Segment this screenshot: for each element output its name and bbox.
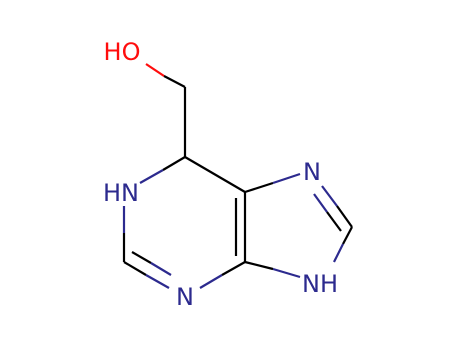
- bond-c2-n3-inner-b: [150, 262, 172, 276]
- bond-group: [122, 63, 353, 289]
- bond-n7-c8-a: [321, 185, 338, 207]
- bond-n7-c8-inner-b: [326, 211, 342, 232]
- atom-label-n3: N: [176, 283, 194, 311]
- bond-c8-n9-b: [333, 243, 344, 263]
- bond-c6-c5: [184, 156, 246, 193]
- bond-c5-n7-b: [272, 172, 301, 185]
- bond-c2-n3-b: [145, 274, 170, 289]
- bond-o-ch2-b: [163, 75, 186, 88]
- bond-n9-c4-a: [272, 267, 301, 279]
- bond-n3-c4-b: [221, 261, 246, 276]
- bond-n9-c4-b: [244, 260, 274, 271]
- atom-label-n9: NH: [302, 270, 338, 298]
- bond-c2-n3-inner-a: [131, 251, 152, 264]
- bond-o-ch2-a: [145, 63, 165, 77]
- atom-label-o1: HO: [104, 38, 141, 66]
- bond-c6-n1-b: [139, 169, 164, 184]
- bond-c8-n9-a: [342, 226, 353, 245]
- atom-label-group: HO HN N N NH: [103, 38, 338, 311]
- bond-c2-n3-a: [123, 261, 147, 276]
- bond-n7-c8-inner-a: [313, 193, 328, 213]
- bond-c6-n1-a: [162, 156, 186, 171]
- bond-c5-n7-a: [244, 181, 274, 194]
- bond-n3-c4-a: [199, 274, 223, 289]
- atom-label-n7: N: [303, 158, 321, 186]
- bond-n7-c8-b: [336, 205, 353, 228]
- atom-label-n1: HN: [103, 179, 139, 207]
